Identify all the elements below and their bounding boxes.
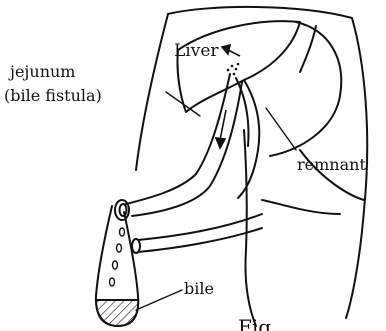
jejunum-limb-lower — [132, 82, 242, 216]
jejunum-leader — [166, 92, 200, 116]
bile-level — [96, 300, 138, 326]
remnant-leader — [266, 108, 296, 150]
remnant-label: remnant — [297, 155, 366, 174]
bowel-loop-right-2 — [262, 200, 340, 214]
jejunum-label: jejunum — [8, 62, 75, 81]
bag-bubbles — [110, 228, 125, 286]
bowel-loop-end — [132, 239, 140, 253]
bile-flow-arrows — [216, 45, 240, 148]
bowel-loop-inner — [300, 26, 316, 72]
bile-label: bile — [184, 279, 214, 298]
bowel-loop-upper — [270, 22, 341, 156]
bile-fistula-label: (bile fistula) — [4, 86, 102, 105]
bowel-loop-mid — [244, 130, 256, 326]
abdomen-outline-left — [136, 14, 168, 170]
jejunum-limb-upper — [126, 74, 230, 204]
figure-caption-partial: Fig. — [238, 315, 277, 331]
hepatic-duct-anastomosis — [227, 63, 240, 76]
remnant-limb-inner — [236, 78, 249, 146]
liver-label: Liver — [174, 41, 219, 61]
bowel-loop-lower — [138, 214, 262, 240]
bile-leader — [136, 290, 182, 310]
